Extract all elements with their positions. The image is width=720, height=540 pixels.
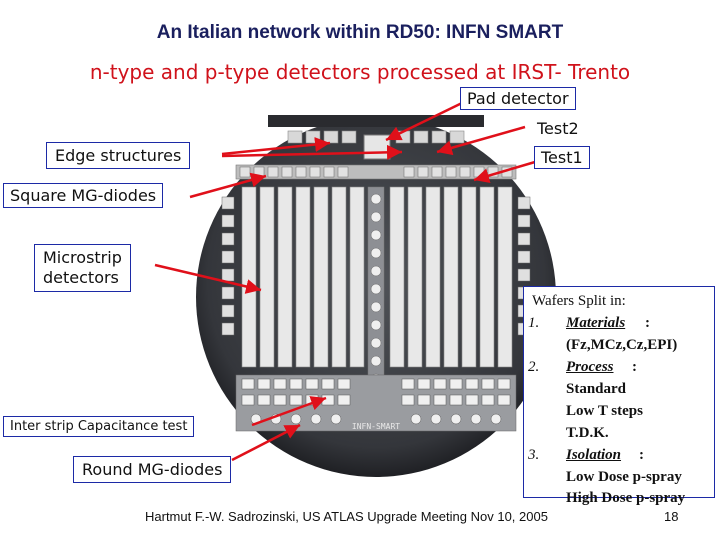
wafer-split-heading: Wafers Split in: xyxy=(532,293,626,309)
label-edge-structures: Edge structures xyxy=(46,142,191,169)
split-suffix-2: : xyxy=(632,359,637,375)
split-suffix-3: : xyxy=(639,447,644,463)
footer-text: Hartmut F.-W. Sadrozinski, US ATLAS Upgr… xyxy=(145,509,548,524)
label-microstrip-line2: detectors xyxy=(43,268,119,287)
split-name-isolation: Isolation xyxy=(566,447,622,463)
split-name-materials: Materials xyxy=(566,315,626,331)
wafer-marking: INFN-SMART xyxy=(352,422,400,431)
label-square-mg-diodes: Square MG-diodes xyxy=(3,183,164,208)
label-test1: Test1 xyxy=(534,146,590,169)
microstrip-detectors-left xyxy=(241,186,365,368)
slide-subtitle: n-type and p-type detectors processed at… xyxy=(89,60,631,84)
pad-detector-structure xyxy=(363,134,391,160)
split-detail-low-dose: Low Dose p-spray xyxy=(566,469,682,485)
label-round-mg-diodes: Round MG-diodes xyxy=(73,456,232,483)
split-num-2: 2. xyxy=(528,359,540,375)
split-suffix-1: : xyxy=(645,315,650,331)
split-num-1: 1. xyxy=(528,315,540,331)
split-detail-tdk: T.D.K. xyxy=(566,425,609,441)
split-name-process: Process xyxy=(566,359,614,375)
split-num-3: 3. xyxy=(528,447,540,463)
wafer-split-box: Wafers Split in: 1. Materials : (Fz,MCz,… xyxy=(523,286,715,506)
label-microstrip-line1: Microstrip xyxy=(43,248,122,267)
label-pad-detector: Pad detector xyxy=(460,87,576,110)
page-number: 18 xyxy=(664,509,679,524)
label-microstrip-detectors: Microstrip detectors xyxy=(34,244,131,292)
wafer-image: INFN-SMART xyxy=(196,115,556,477)
split-detail-standard: Standard xyxy=(566,381,627,397)
slide-title: An Italian network within RD50: INFN SMA… xyxy=(156,22,564,43)
split-detail-materials: (Fz,MCz,Cz,EPI) xyxy=(566,337,678,353)
label-test2: Test2 xyxy=(537,119,579,138)
microstrip-detectors-right xyxy=(389,186,513,368)
split-detail-high-dose: High Dose p-spray xyxy=(566,490,686,506)
label-inter-strip-capacitance: Inter strip Capacitance test xyxy=(3,416,195,437)
split-detail-low-t: Low T steps xyxy=(566,403,643,419)
